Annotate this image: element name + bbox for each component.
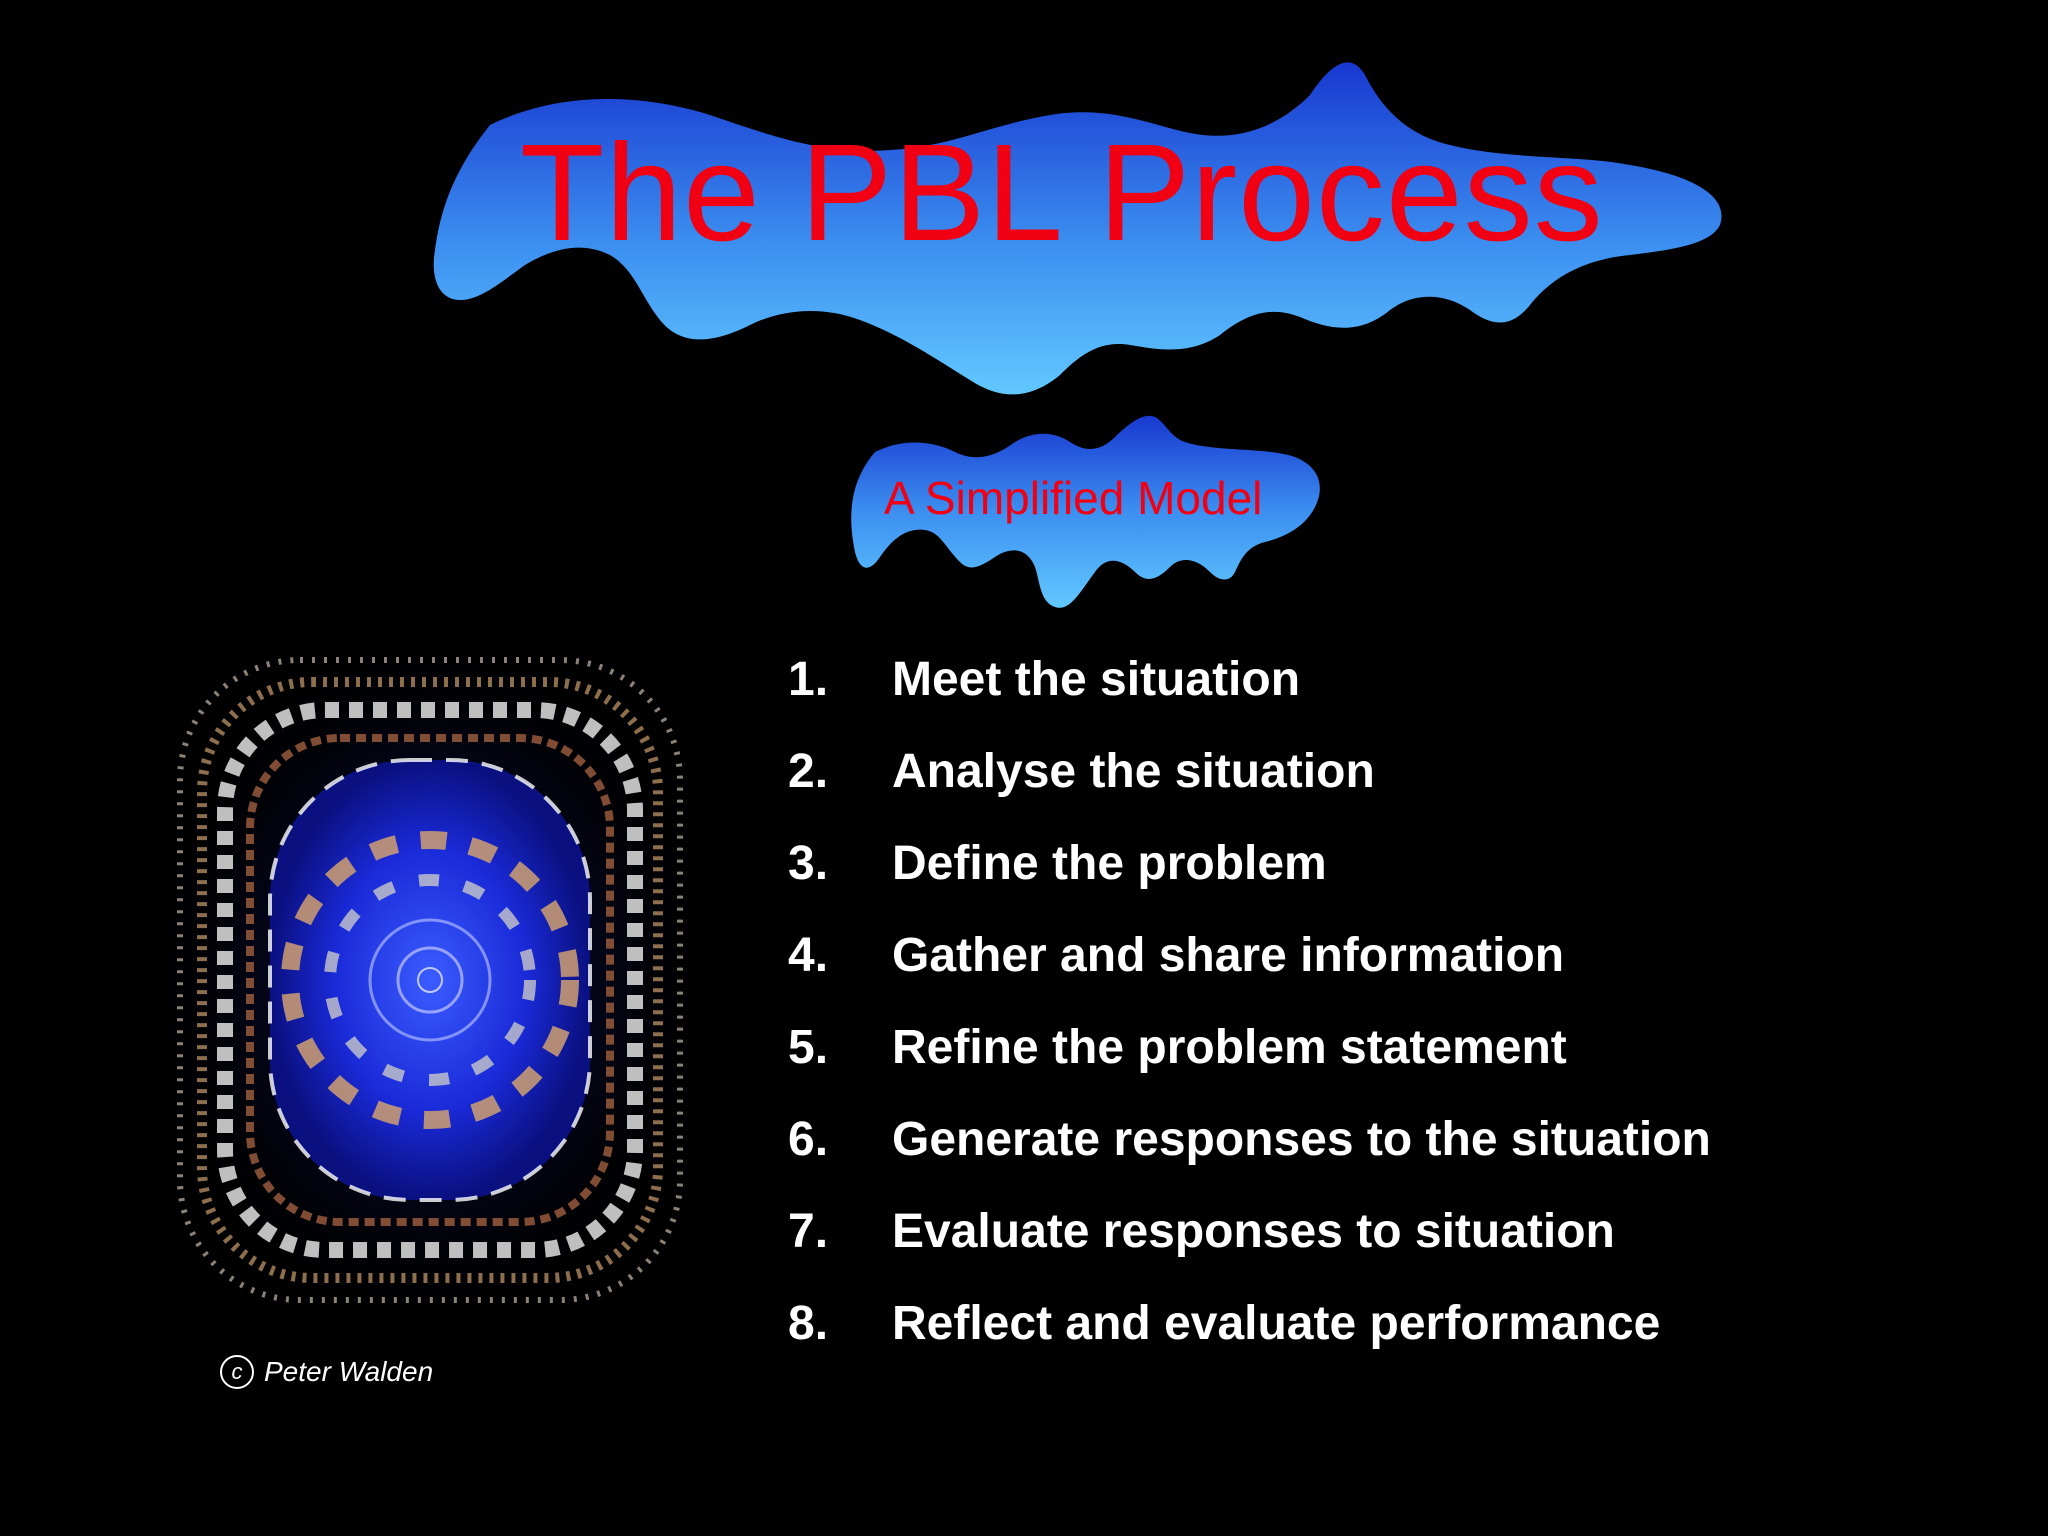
step-number: 8. (788, 1297, 829, 1350)
step-text: Refine the problem statement (892, 1021, 1567, 1074)
title-cloud-shape (433, 62, 1722, 395)
step-number: 4. (788, 929, 829, 982)
artwork-credit: c Peter Walden (220, 1352, 433, 1392)
credit-name: Peter Walden (264, 1356, 434, 1387)
step-text: Generate responses to the situation (892, 1113, 1711, 1166)
step-text: Evaluate responses to situation (892, 1205, 1615, 1258)
copyright-icon: c (220, 1355, 254, 1389)
subtitle-cloud-shape (851, 415, 1320, 608)
step-text: Meet the situation (892, 653, 1301, 706)
step-number: 2. (788, 745, 829, 798)
step-number: 1. (788, 653, 829, 706)
step-text: Reflect and evaluate performance (892, 1297, 1661, 1350)
concentric-mandala-artwork (140, 620, 720, 1340)
step-number: 5. (788, 1021, 829, 1074)
slide-subtitle: A Simplified Model (884, 472, 1263, 524)
step-text: Analyse the situation (892, 745, 1375, 798)
step-text: Define the problem (892, 837, 1327, 890)
step-number: 6. (788, 1113, 829, 1166)
step-number: 7. (788, 1205, 829, 1258)
slide-title: The PBL Process (520, 116, 1604, 270)
step-number: 3. (788, 837, 829, 890)
step-text: Gather and share information (892, 929, 1565, 982)
